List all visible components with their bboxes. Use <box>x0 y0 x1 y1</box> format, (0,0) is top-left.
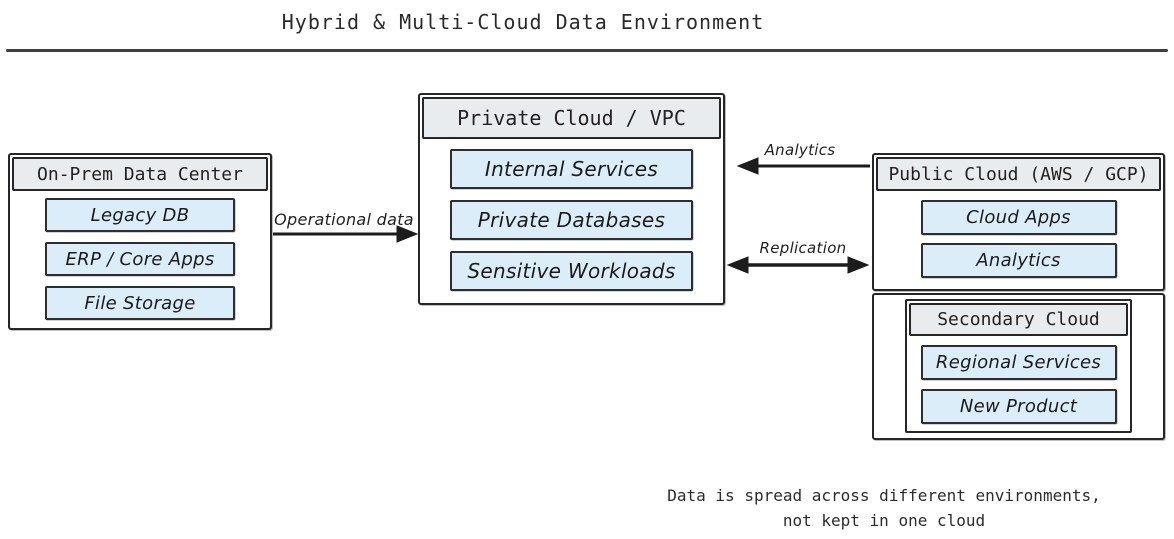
node-secondary-cloud-body: Regional Services New Product <box>907 336 1130 424</box>
item-analytics: Analytics <box>920 243 1117 278</box>
item-file-storage: File Storage <box>45 286 235 320</box>
node-private-cloud-body: Internal Services Private Databases Sens… <box>420 139 723 291</box>
node-public-cloud-header: Public Cloud (AWS / GCP) <box>876 157 1161 191</box>
node-secondary-cloud-container: Secondary Cloud Regional Services New Pr… <box>872 293 1165 440</box>
node-on-prem-header: On-Prem Data Center <box>12 157 268 191</box>
node-private-cloud-header: Private Cloud / VPC <box>422 97 721 139</box>
item-legacy-db: Legacy DB <box>45 198 235 232</box>
edge-label-operational-data: Operational data <box>274 210 414 229</box>
diagram-caption: Data is spread across different environm… <box>667 483 1100 533</box>
edge-label-replication: Replication <box>759 239 847 257</box>
item-regional-services: Regional Services <box>920 345 1117 380</box>
item-sensitive-workloads: Sensitive Workloads <box>450 251 693 291</box>
node-secondary-cloud-header: Secondary Cloud <box>909 303 1128 336</box>
arrow-analytics <box>736 157 870 175</box>
node-on-prem-data-center: On-Prem Data Center Legacy DB ERP / Core… <box>8 153 272 330</box>
edge-label-analytics: Analytics <box>764 141 836 159</box>
node-on-prem-body: Legacy DB ERP / Core Apps File Storage <box>10 191 270 320</box>
item-erp-core-apps: ERP / Core Apps <box>45 242 235 276</box>
caption-line-2: not kept in one cloud <box>782 511 986 530</box>
node-public-cloud-body: Cloud Apps Analytics <box>874 191 1163 278</box>
item-internal-services: Internal Services <box>450 149 693 189</box>
caption-line-1: Data is spread across different environm… <box>667 486 1101 505</box>
item-private-databases: Private Databases <box>450 200 693 240</box>
node-private-cloud-vpc: Private Cloud / VPC Internal Services Pr… <box>418 93 725 305</box>
node-public-cloud: Public Cloud (AWS / GCP) Cloud Apps Anal… <box>872 153 1165 291</box>
title-divider <box>6 49 1168 52</box>
arrow-replication <box>726 256 870 274</box>
diagram-title: Hybrid & Multi-Cloud Data Environment <box>281 10 765 34</box>
node-secondary-cloud: Secondary Cloud Regional Services New Pr… <box>905 299 1132 433</box>
item-new-product: New Product <box>920 389 1117 424</box>
item-cloud-apps: Cloud Apps <box>920 200 1117 235</box>
